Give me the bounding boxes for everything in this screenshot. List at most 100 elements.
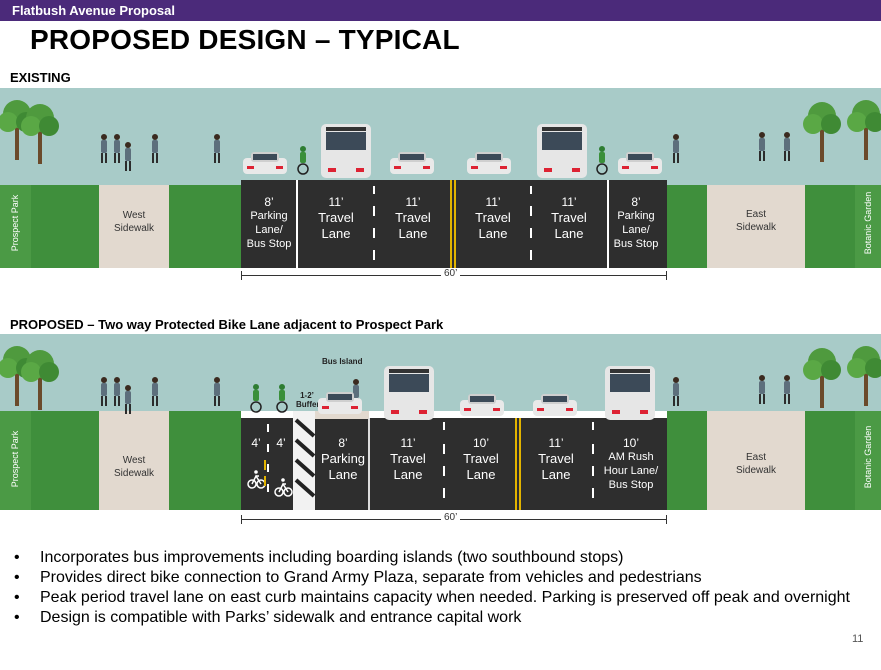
proposed-lane-markings — [267, 422, 594, 498]
existing-lane-6-name-1: Parking — [617, 210, 655, 222]
proposed-west-grass — [31, 411, 99, 510]
proposed-east-planter — [667, 411, 707, 510]
bullet-dot: • — [14, 609, 20, 626]
existing-trees — [0, 100, 881, 164]
proposed-lane-4-name-1: Travel — [538, 451, 574, 466]
proposed-total-width: 60’ — [441, 512, 461, 523]
existing-lane-1-width: 8’ — [264, 195, 274, 209]
existing-lane-6: 8’ Parking Lane/ Bus Stop — [610, 195, 662, 251]
bus-island-label: Bus Island — [322, 357, 363, 366]
existing-dimension-tick-left — [241, 271, 242, 280]
existing-vehicles — [243, 124, 662, 178]
proposed-lane-5-name-3: Bus Stop — [608, 478, 654, 491]
proposed-bike-symbols — [247, 469, 293, 497]
header-title: Flatbush Avenue Proposal — [12, 3, 176, 18]
existing-sky — [0, 88, 881, 185]
proposed-dimension-tick-left — [241, 515, 242, 524]
proposed-trees — [0, 346, 881, 410]
existing-lane-1-name-2: Lane/ — [255, 223, 283, 236]
proposed-people — [101, 375, 790, 414]
existing-west-sidewalk-label: West Sidewalk — [106, 209, 162, 235]
proposed-buffer — [293, 411, 315, 510]
proposed-center-line — [515, 418, 521, 510]
proposed-lane-5-width: 10’ — [622, 436, 639, 450]
proposed-lane-3: 10’ Travel Lane — [448, 436, 514, 484]
proposed-cross-section: Prospect Park Botanic Garden West Sidewa… — [0, 334, 881, 528]
existing-west-planter — [169, 185, 241, 268]
proposed-east-grass — [805, 411, 855, 510]
existing-lane-6-width: 8’ — [631, 195, 641, 209]
existing-lane-6-name-2: Lane/ — [622, 223, 650, 236]
existing-east-sidewalk-line2: Sidewalk — [735, 222, 777, 233]
bullet-text: Peak period travel lane on east curb mai… — [40, 589, 850, 606]
proposed-east-sidewalk-line2: Sidewalk — [735, 465, 777, 476]
proposed-east-sidewalk — [707, 411, 805, 510]
existing-lane-5-name-1: Travel — [551, 210, 587, 225]
proposed-lane-2: 11’ Travel Lane — [373, 436, 443, 484]
bullet-text: Design is compatible with Parks’ sidewal… — [40, 609, 522, 626]
existing-lane-4-name-2: Lane — [478, 226, 508, 242]
existing-lane-5: 11’ Travel Lane — [533, 195, 605, 243]
existing-people — [101, 132, 790, 171]
proposed-lane-4-name-2: Lane — [541, 467, 571, 483]
bullet-dot: • — [14, 549, 20, 566]
proposed-lane-2-name-2: Lane — [393, 467, 423, 483]
existing-lane-3-name-1: Travel — [395, 210, 431, 225]
existing-lane-1-name-3: Bus Stop — [246, 237, 292, 250]
bullet-text: Incorporates bus improvements including … — [40, 549, 624, 566]
existing-botanic-strip — [855, 185, 881, 268]
existing-lane-2-width: 11’ — [328, 195, 344, 209]
slide-title: PROPOSED DESIGN – TYPICAL — [30, 24, 460, 55]
proposed-west-sidewalk-line2: Sidewalk — [113, 468, 155, 479]
proposed-label: PROPOSED – Two way Protected Bike Lane a… — [10, 317, 444, 332]
proposed-lane-4: 11’ Travel Lane — [521, 436, 591, 484]
proposed-lane-5: 10’ AM Rush Hour Lane/ Bus Stop — [598, 436, 664, 492]
proposed-sky — [0, 334, 881, 411]
existing-center-line — [450, 180, 456, 268]
proposed-west-sidewalk — [99, 411, 169, 510]
proposed-lane-3-name-1: Travel — [463, 451, 499, 466]
existing-prospect-park-strip — [0, 185, 31, 268]
proposed-lane-2-name-1: Travel — [390, 451, 426, 466]
existing-lane-4: 11’ Travel Lane — [457, 195, 529, 243]
existing-lane-markings — [296, 180, 609, 268]
existing-lane-3-width: 11’ — [405, 195, 421, 209]
proposed-prospect-park-strip — [0, 411, 31, 510]
existing-west-sidewalk-line1: West — [122, 210, 146, 221]
bike-lane-1-width: 4’ — [251, 436, 261, 450]
proposed-lane-1: 8’ Parking Lane — [318, 436, 368, 484]
proposed-lane-3-name-2: Lane — [466, 467, 496, 483]
existing-lane-2-name-1: Travel — [318, 210, 354, 225]
bullet-list: • Incorporates bus improvements including… — [14, 548, 864, 628]
existing-total-width: 60’ — [441, 268, 461, 279]
page-number: 11 — [852, 633, 864, 645]
header-bar: Flatbush Avenue Proposal — [0, 0, 881, 21]
proposed-botanic-strip — [855, 411, 881, 510]
existing-west-sidewalk — [99, 185, 169, 268]
bullet-item: • Incorporates bus improvements including… — [14, 548, 864, 568]
buffer-label-line2: Buffer — [296, 399, 320, 409]
existing-lane-6-name-3: Bus Stop — [613, 237, 659, 250]
existing-lane-3-name-2: Lane — [398, 226, 428, 242]
existing-east-sidewalk-label: East Sidewalk — [728, 208, 784, 234]
existing-dim-band — [0, 268, 881, 286]
proposed-lane-3-width: 10’ — [472, 436, 489, 450]
buffer-label: 1-2’ Buffer — [296, 391, 320, 410]
proposed-lane-5-name-2: Hour Lane/ — [603, 464, 659, 477]
existing-east-sidewalk-line1: East — [745, 209, 766, 220]
existing-west-sidewalk-line2: Sidewalk — [113, 223, 155, 234]
proposed-bus-island — [315, 411, 369, 419]
bullet-item: • Design is compatible with Parks’ sidewa… — [14, 608, 864, 628]
bullet-item: •Provides direct bike connection to Gran… — [14, 568, 864, 588]
proposed-east-sidewalk-label: East Sidewalk — [728, 451, 784, 477]
existing-east-planter — [667, 185, 707, 268]
proposed-east-sidewalk-line1: East — [745, 452, 766, 463]
proposed-lane-2-width: 11’ — [400, 436, 416, 450]
existing-lane-1: 8’ Parking Lane/ Bus Stop — [243, 195, 295, 251]
existing-lane-4-name-1: Travel — [475, 210, 511, 225]
existing-east-grass — [805, 185, 855, 268]
existing-lane-4-width: 11’ — [485, 195, 501, 209]
proposed-vehicles — [250, 366, 655, 420]
proposed-lane-4-width: 11’ — [548, 436, 564, 450]
bullet-dot: • — [14, 569, 20, 586]
